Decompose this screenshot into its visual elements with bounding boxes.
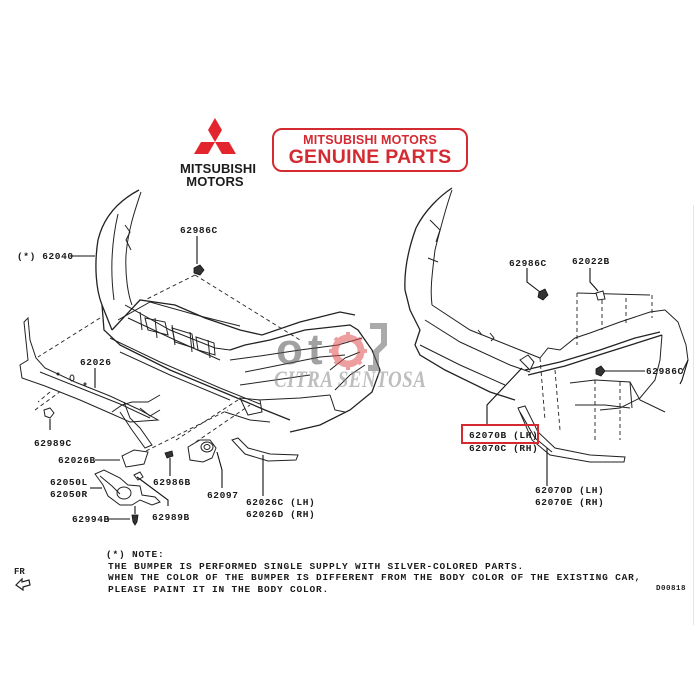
part-label[interactable]: 62022B (572, 256, 610, 267)
clip-62986c-rear-upper (537, 288, 549, 301)
part-label[interactable]: 62026B (58, 455, 96, 466)
clip-62986c-front (193, 264, 205, 276)
fr-label: FR (14, 567, 25, 577)
part-label[interactable]: 62070D (LH) (535, 485, 605, 496)
part-label-highlighted[interactable]: 62070B (LH) (469, 430, 539, 441)
drawing-code: D00818 (656, 585, 687, 593)
cover-plate-part (121, 449, 149, 468)
part-label[interactable]: 62986C (646, 366, 684, 377)
three-diamonds-icon (194, 118, 236, 154)
part-label[interactable]: 62994B (72, 514, 110, 525)
logo-text-line1: MITSUBISHI (180, 161, 257, 176)
part-label[interactable]: 62050R (50, 489, 88, 500)
part-label[interactable]: 62989C (34, 438, 72, 449)
svg-text:o: o (276, 325, 303, 374)
watermark-text: CITRA SENTOSA (274, 367, 427, 393)
dealer-watermark: o t CITRA SENTOSA (272, 318, 426, 398)
clip-62989c-part (43, 407, 55, 419)
lower-grille-part (19, 316, 161, 449)
logo-text-line2: MOTORS (186, 174, 244, 189)
front-direction-indicator: FR (14, 568, 36, 594)
fog-bezel-part (94, 469, 161, 506)
note-line: THE BUMPER IS PERFORMED SINGLE SUPPLY WI… (108, 560, 525, 572)
badge-line2: GENUINE PARTS (288, 146, 452, 168)
part-label[interactable]: 62989B (152, 512, 190, 523)
part-label[interactable]: 62986C (180, 225, 218, 236)
parking-sensor-part (187, 439, 217, 463)
note-line: PLEASE PAINT IT IN THE BODY COLOR. (108, 583, 330, 595)
part-label[interactable]: 62070E (RH) (535, 497, 605, 508)
note-title: (*) NOTE: (106, 549, 165, 560)
part-label[interactable]: 62097 (207, 490, 239, 501)
oto-logo-icon: o t (276, 323, 387, 374)
note-block: (*) NOTE: THE BUMPER IS PERFORMED SINGLE… (106, 549, 641, 595)
part-label[interactable]: (*) 62040 (17, 251, 74, 262)
highlighted-part-box (461, 424, 539, 444)
clip-62986c-rear-lower (595, 365, 606, 377)
front-garnish-part (231, 437, 299, 462)
part-label[interactable]: 62986B (153, 477, 191, 488)
front-arrow-icon (15, 577, 31, 592)
part-label[interactable]: 62986C (509, 258, 547, 269)
front-bumper-cover (95, 189, 381, 433)
screw-62994b-part (131, 514, 139, 526)
part-label[interactable]: 62026 (80, 357, 112, 368)
rear-bumper-cover (404, 187, 689, 463)
clip-62986b-part (164, 450, 174, 459)
svg-text:t: t (308, 325, 323, 374)
part-label[interactable]: 62026C (LH) (246, 497, 316, 508)
note-line: WHEN THE COLOR OF THE BUMPER IS DIFFEREN… (108, 572, 642, 583)
genuine-parts-badge: MITSUBISHI MOTORS GENUINE PARTS (272, 128, 468, 172)
part-label[interactable]: 62070C (RH) (469, 443, 539, 454)
badge-line1: MITSUBISHI MOTORS (303, 133, 437, 147)
part-label[interactable]: 62050L (50, 477, 88, 488)
image-border (693, 205, 694, 625)
mitsubishi-logo: MITSUBISHI MOTORS (180, 118, 257, 189)
retainer-62022b-part (595, 290, 606, 301)
part-label[interactable]: 62026D (RH) (246, 509, 316, 520)
